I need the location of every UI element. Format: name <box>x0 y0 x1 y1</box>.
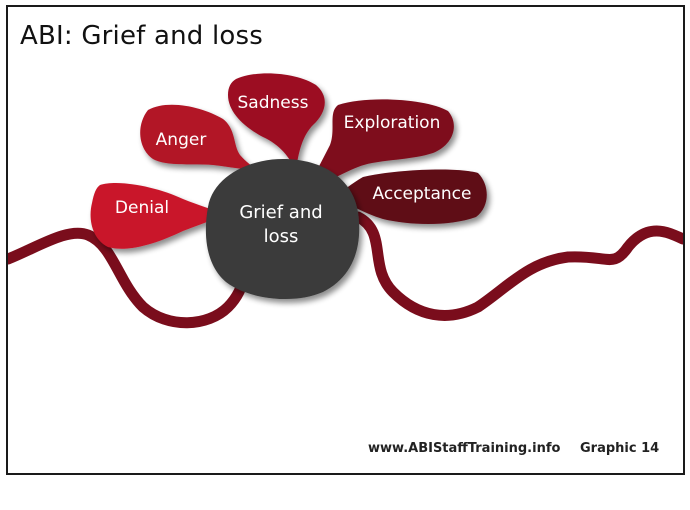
wave-line <box>8 211 683 329</box>
grief-center-label-line1: Grief and <box>239 202 322 223</box>
slide-frame: ABI: Grief and loss Denial Anger Sadness… <box>6 5 685 475</box>
grief-diagram: Denial Anger Sadness Exploration Accepta… <box>8 73 683 329</box>
grief-center-blob <box>205 159 360 300</box>
exploration-bubble <box>306 99 454 193</box>
sadness-label: Sadness <box>238 93 309 113</box>
denial-label: Denial <box>115 198 169 218</box>
footer-url: www.ABIStaffTraining.info <box>368 441 561 456</box>
sadness-bubble <box>228 73 325 172</box>
acceptance-label: Acceptance <box>373 184 472 204</box>
denial-bubble <box>90 182 224 249</box>
anger-label: Anger <box>156 130 207 150</box>
slide-title: ABI: Grief and loss <box>20 21 263 51</box>
acceptance-bubble <box>332 169 487 224</box>
footer-graphic-number: Graphic 14 <box>580 441 660 456</box>
grief-center-label-line2: loss <box>264 226 299 247</box>
exploration-label: Exploration <box>344 113 441 133</box>
anger-bubble <box>140 104 258 170</box>
